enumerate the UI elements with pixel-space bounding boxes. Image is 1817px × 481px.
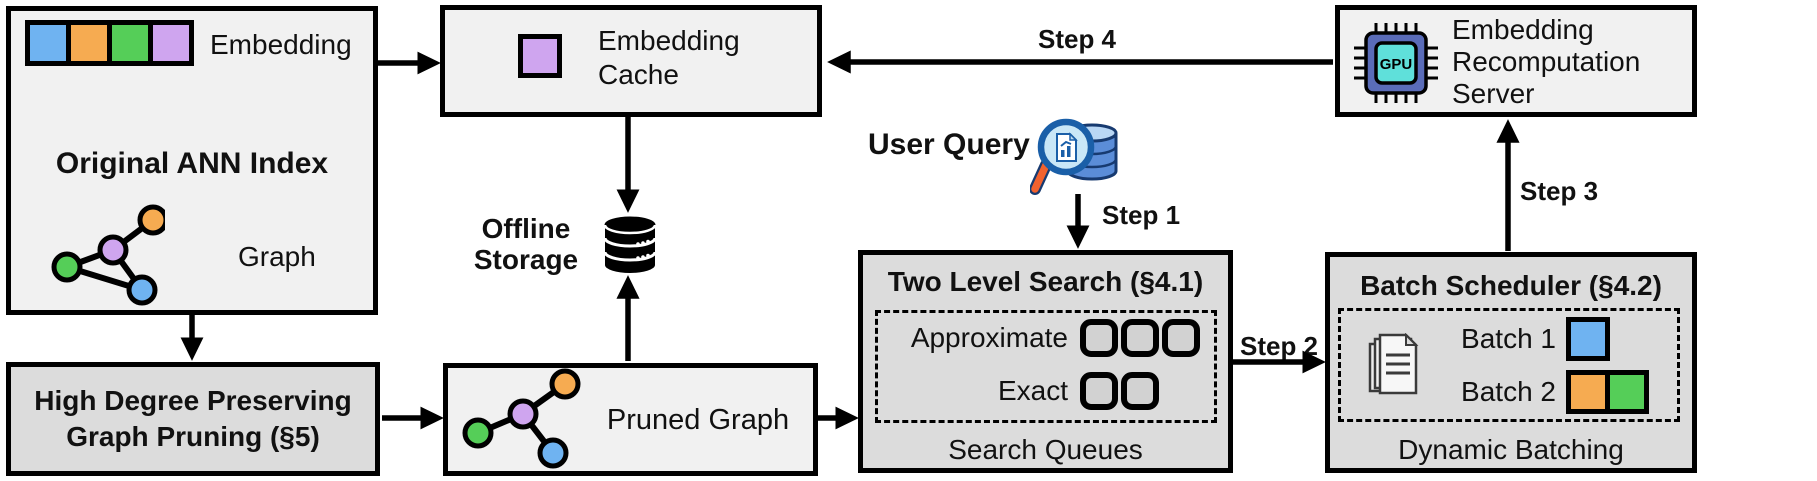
two-level-search-title: Two Level Search (§4.1) bbox=[887, 266, 1204, 297]
graph-node-purple bbox=[97, 234, 129, 266]
embedding-cell-green bbox=[112, 25, 148, 61]
embedding-cell-orange bbox=[71, 25, 107, 61]
embedding-cell-purple bbox=[153, 25, 189, 61]
two-level-search-box: Two Level Search (§4.1) Approximate Exac… bbox=[858, 250, 1233, 473]
pruned-node-purple bbox=[507, 398, 539, 430]
search-queues-panel: Approximate Exact bbox=[875, 310, 1217, 423]
batch1-row: Batch 1 bbox=[1341, 317, 1610, 361]
batch2-embedding-icon bbox=[1566, 370, 1649, 414]
embedding-cell-blue bbox=[30, 25, 66, 61]
step3-label: Step 3 bbox=[1520, 176, 1599, 206]
pruned-graph-label: Pruned Graph bbox=[606, 404, 790, 436]
approximate-queue-row: Approximate bbox=[878, 319, 1203, 357]
graph-node-orange bbox=[137, 204, 165, 236]
pruned-node-green bbox=[462, 417, 494, 449]
search-database-icon bbox=[1030, 118, 1118, 195]
gpu-chip-icon: GPU bbox=[1354, 23, 1438, 103]
pruned-node-orange bbox=[549, 368, 581, 400]
database-icon bbox=[603, 216, 657, 273]
exact-queue-slot bbox=[1080, 372, 1118, 410]
dynamic-batching-label: Dynamic Batching bbox=[1398, 434, 1624, 465]
step2-label: Step 2 bbox=[1239, 331, 1319, 361]
cached-embedding-icon bbox=[518, 34, 562, 78]
batch2-label: Batch 2 bbox=[1461, 376, 1556, 407]
pruned-node-blue bbox=[537, 437, 569, 469]
exact-queue-slot bbox=[1121, 372, 1159, 410]
original-ann-index-box: Embedding Original ANN Index Graph bbox=[6, 6, 378, 315]
batch-scheduler-title: Batch Scheduler (§4.2) bbox=[1360, 270, 1662, 301]
pruned-graph-box: Pruned Graph bbox=[443, 363, 818, 476]
embedding-cache-title: Embedding Cache bbox=[598, 25, 740, 90]
graph-node-green bbox=[51, 251, 83, 283]
approximate-queue-slot bbox=[1080, 319, 1118, 357]
graph-label: Graph bbox=[238, 241, 316, 272]
dynamic-batching-panel: Batch 1 Batch 2 bbox=[1338, 308, 1680, 422]
embedding-label: Embedding bbox=[210, 29, 352, 60]
exact-label: Exact bbox=[997, 375, 1068, 406]
batch1-cell-blue bbox=[1571, 322, 1605, 356]
batch2-cell-orange bbox=[1571, 375, 1605, 409]
recomputation-server-box: GPU Embedding Recomputation Server bbox=[1335, 5, 1697, 117]
graph-node-blue bbox=[126, 274, 158, 306]
search-queues-label: Search Queues bbox=[948, 434, 1143, 465]
step1-label: Step 1 bbox=[1102, 200, 1181, 230]
offline-storage-label: Offline Storage bbox=[473, 213, 579, 275]
cached-embedding-cell bbox=[523, 39, 557, 73]
approximate-queue-slot bbox=[1121, 319, 1159, 357]
batch-scheduler-box: Batch Scheduler (§4.2) Batch 1 Batch 2 bbox=[1325, 252, 1697, 473]
batch1-label: Batch 1 bbox=[1461, 323, 1556, 354]
approximate-label: Approximate bbox=[910, 322, 1068, 353]
gpu-chip-screen bbox=[1374, 41, 1418, 85]
high-degree-pruning-box: High Degree Preserving Graph Pruning (§5… bbox=[6, 362, 380, 476]
graph-icon bbox=[51, 204, 165, 306]
gpu-chip-label: GPU bbox=[1380, 56, 1413, 73]
approximate-queue-slot bbox=[1162, 319, 1200, 357]
documents-icon bbox=[1368, 333, 1419, 395]
step4-label: Step 4 bbox=[1037, 24, 1117, 54]
embedding-cache-box: Embedding Cache bbox=[440, 5, 822, 117]
recomputation-server-title: Embedding Recomputation Server bbox=[1452, 14, 1641, 109]
user-query-label: User Query bbox=[868, 128, 1030, 161]
batch1-embedding-icon bbox=[1566, 317, 1610, 361]
batch2-row: Batch 2 bbox=[1341, 370, 1649, 414]
pruned-graph-icon bbox=[462, 368, 581, 469]
batch2-cell-green bbox=[1610, 375, 1644, 409]
high-degree-pruning-title: High Degree Preserving Graph Pruning (§5… bbox=[34, 384, 352, 452]
embedding-vector-icon bbox=[25, 20, 194, 66]
exact-queue-row: Exact bbox=[878, 372, 1162, 410]
original-ann-index-title: Original ANN Index bbox=[55, 147, 329, 180]
